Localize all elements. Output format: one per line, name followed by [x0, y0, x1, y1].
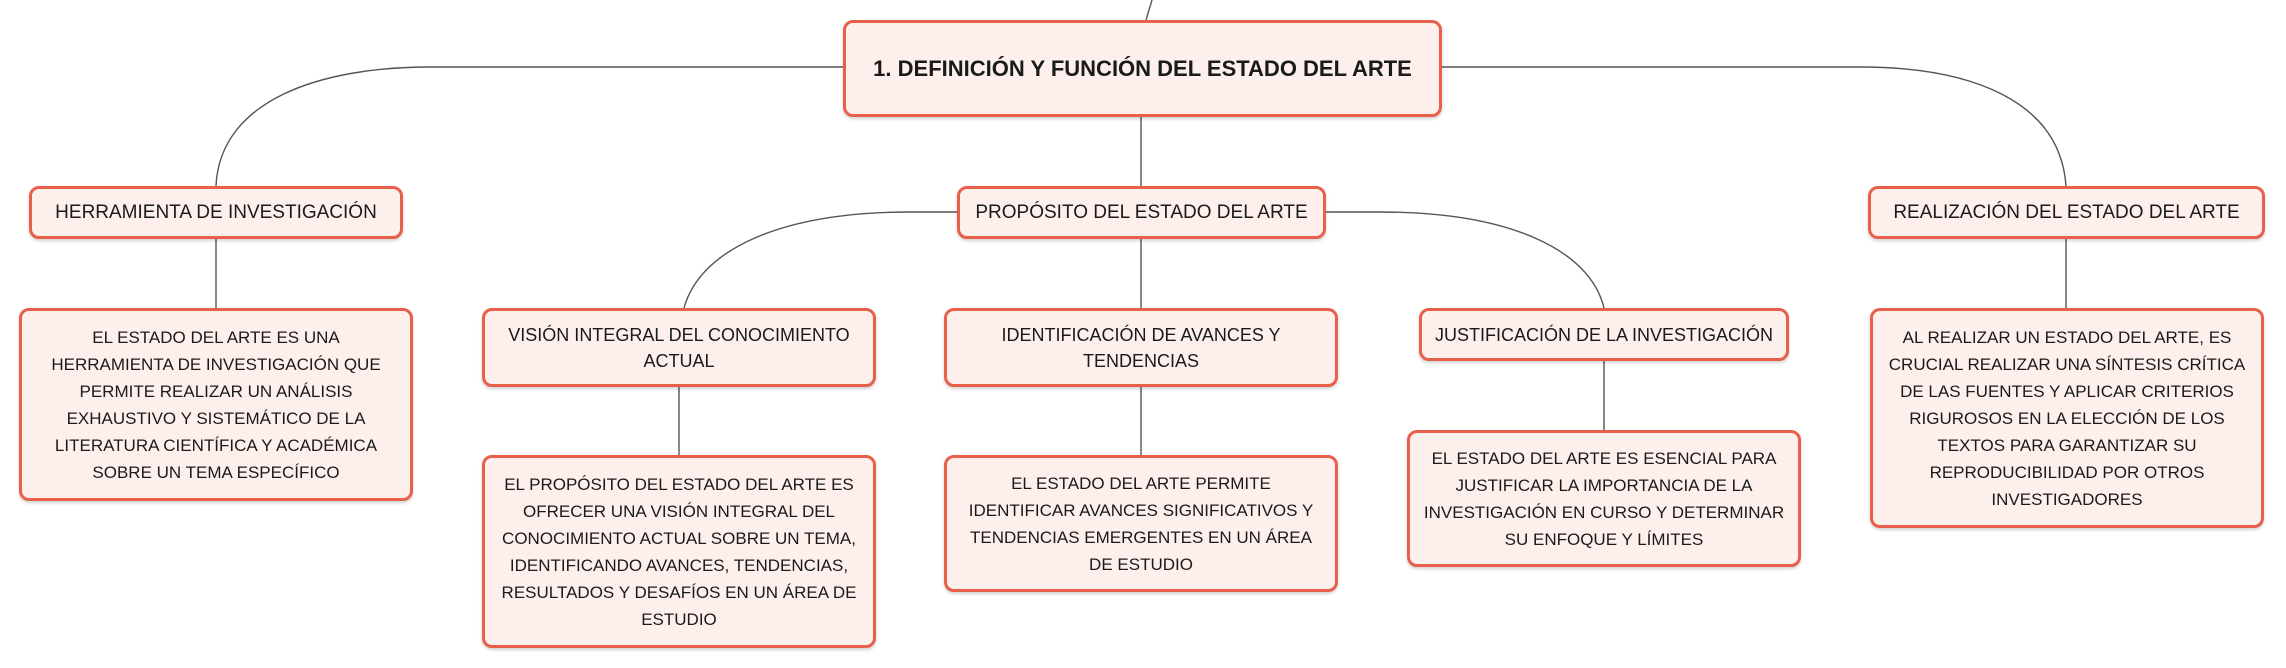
- detail-vision-integral-text: EL PROPÓSITO DEL ESTADO DEL ARTE ES OFRE…: [501, 474, 857, 629]
- central-topic[interactable]: 1. DEFINICIÓN Y FUNCIÓN DEL ESTADO DEL A…: [843, 20, 1442, 117]
- central-topic-label: 1. DEFINICIÓN Y FUNCIÓN DEL ESTADO DEL A…: [873, 55, 1412, 81]
- detail-justificacion-text: EL ESTADO DEL ARTE ES ESENCIAL PARA JUST…: [1423, 448, 1785, 549]
- topic-realizacion[interactable]: REALIZACIÓN DEL ESTADO DEL ARTE: [1868, 186, 2265, 239]
- subtopic-justificacion-label: JUSTIFICACIÓN DE LA INVESTIGACIÓN: [1434, 324, 1774, 345]
- detail-realizacion-text: AL REALIZAR UN ESTADO DEL ARTE, ES CRUCI…: [1888, 327, 2246, 509]
- detail-justificacion[interactable]: EL ESTADO DEL ARTE ES ESENCIAL PARA JUST…: [1407, 430, 1801, 567]
- connector-root-herramienta: [215, 66, 843, 187]
- topic-realizacion-label: REALIZACIÓN DEL ESTADO DEL ARTE: [1893, 201, 2240, 223]
- topic-proposito-label: PROPÓSITO DEL ESTADO DEL ARTE: [975, 201, 1308, 223]
- detail-identificacion-text: EL ESTADO DEL ARTE PERMITE IDENTIFICAR A…: [968, 473, 1314, 574]
- detail-identificacion[interactable]: EL ESTADO DEL ARTE PERMITE IDENTIFICAR A…: [944, 455, 1338, 592]
- connector-root-parent: [1145, 0, 1153, 21]
- connector-proposito-justificacion: [1326, 211, 1605, 309]
- detail-herramienta[interactable]: EL ESTADO DEL ARTE ES UNA HERRAMIENTA DE…: [19, 308, 413, 501]
- detail-vision-integral[interactable]: EL PROPÓSITO DEL ESTADO DEL ARTE ES OFRE…: [482, 455, 876, 648]
- topic-herramienta[interactable]: HERRAMIENTA DE INVESTIGACIÓN: [29, 186, 403, 239]
- subtopic-vision-integral-label: VISIÓN INTEGRAL DEL CONOCIMIENTO ACTUAL: [508, 324, 850, 371]
- subtopic-identificacion[interactable]: IDENTIFICACIÓN DE AVANCES Y TENDENCIAS: [944, 308, 1338, 387]
- subtopic-justificacion[interactable]: JUSTIFICACIÓN DE LA INVESTIGACIÓN: [1419, 308, 1789, 361]
- detail-herramienta-text: EL ESTADO DEL ARTE ES UNA HERRAMIENTA DE…: [51, 327, 381, 482]
- subtopic-vision-integral[interactable]: VISIÓN INTEGRAL DEL CONOCIMIENTO ACTUAL: [482, 308, 876, 387]
- connector-root-realizacion: [1442, 66, 2067, 187]
- topic-herramienta-label: HERRAMIENTA DE INVESTIGACIÓN: [55, 201, 377, 223]
- detail-realizacion[interactable]: AL REALIZAR UN ESTADO DEL ARTE, ES CRUCI…: [1870, 308, 2264, 528]
- topic-proposito[interactable]: PROPÓSITO DEL ESTADO DEL ARTE: [957, 186, 1326, 239]
- subtopic-identificacion-label: IDENTIFICACIÓN DE AVANCES Y TENDENCIAS: [1001, 324, 1281, 371]
- connector-proposito-vision: [683, 211, 957, 309]
